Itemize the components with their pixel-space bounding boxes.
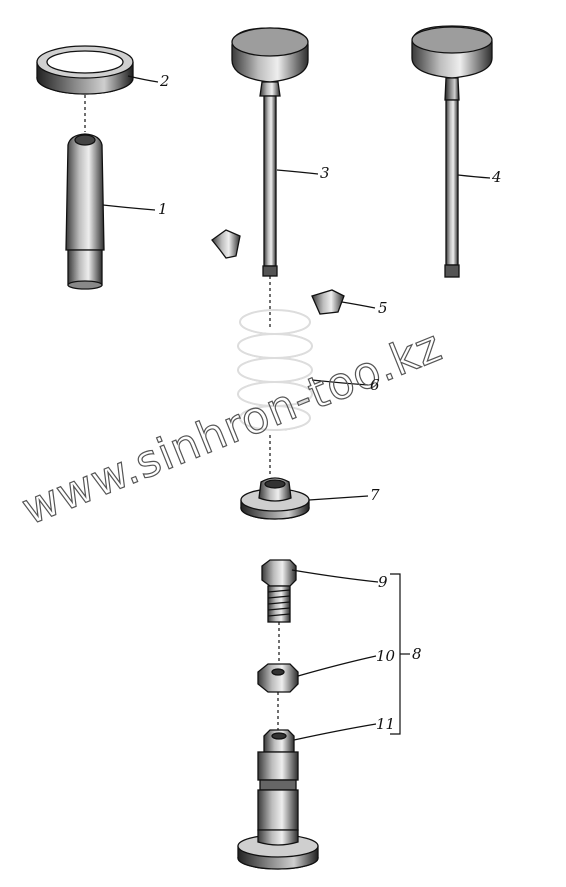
part-valve-spring [237,309,313,475]
callout-2: 2 [159,72,170,90]
watermark-text: www.sinhron-too.kz [15,320,449,535]
part-adjusting-bolt [261,559,297,662]
part-intake-valve [231,27,309,330]
part-tappet [237,729,319,870]
leader-lines [102,75,491,741]
part-valve-guide [65,95,105,290]
callout-11: 11 [376,715,395,733]
callout-10: 10 [376,647,396,665]
callout-1: 1 [158,200,168,218]
callout-8: 8 [412,645,422,663]
callout-3: 3 [320,164,330,182]
part-seat-ring [36,45,134,95]
callout-9: 9 [378,573,388,591]
part-lock-nut [257,663,299,730]
callout-5: 5 [378,299,388,317]
callout-6: 6 [370,376,380,394]
part-exhaust-valve [411,25,493,278]
callout-labels: 1 2 3 4 5 6 7 8 9 10 11 [158,72,502,733]
callout-4: 4 [491,168,502,186]
part-valve-keepers [211,229,345,315]
callout-7: 7 [370,486,380,504]
part-spring-retainer [240,477,310,520]
